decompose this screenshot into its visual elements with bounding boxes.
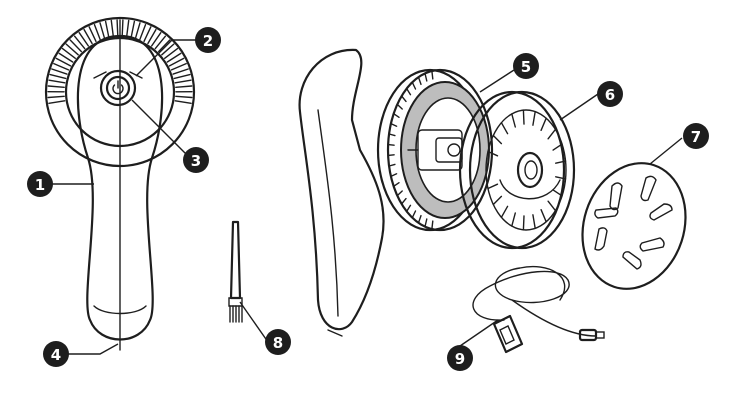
side-handle-body <box>298 48 385 331</box>
chamber-blade-slots <box>487 109 567 231</box>
side-view-shaver <box>298 48 494 337</box>
callout-6: 6 <box>597 81 623 107</box>
motor-housing-front <box>386 68 494 232</box>
power-symbol-icon <box>112 80 124 95</box>
leader-lines <box>52 39 683 355</box>
callout-7: 7 <box>683 123 709 149</box>
callout-label: 5 <box>521 58 531 76</box>
front-view-shaver <box>44 16 196 351</box>
usb-charging-cable <box>472 266 605 354</box>
callout-label: 8 <box>273 334 283 352</box>
callout-2: 2 <box>195 27 221 53</box>
chamber-front <box>468 90 576 250</box>
callout-label: 6 <box>605 86 615 104</box>
callout-label: 9 <box>455 350 465 368</box>
callout-9: 9 <box>447 345 473 371</box>
chamber-hub-hole <box>524 160 538 180</box>
side-handle-foot <box>327 329 343 337</box>
brush-bristles <box>229 305 243 323</box>
callout-label: 3 <box>191 152 201 170</box>
callout-label: 4 <box>51 346 61 364</box>
cleaning-brush <box>228 220 243 323</box>
callout-8: 8 <box>265 329 291 355</box>
chamber-back <box>458 90 566 250</box>
micro-usb-plug <box>578 328 605 342</box>
side-handle-contour <box>317 109 339 317</box>
cable-coil <box>472 266 570 321</box>
lint-chamber <box>458 90 576 250</box>
power-button-inner <box>105 75 131 101</box>
callout-3: 3 <box>183 147 209 173</box>
blade-mesh-cover <box>581 162 687 290</box>
callout-4: 4 <box>43 341 69 367</box>
brush-handle <box>229 220 242 300</box>
front-head-edge <box>93 71 143 79</box>
mesh-disc <box>581 162 687 290</box>
power-button-outer <box>99 69 137 107</box>
usb-a-plug <box>492 314 524 354</box>
chamber-latch <box>499 179 561 200</box>
callout-1: 1 <box>27 171 53 197</box>
callout-label: 1 <box>35 176 45 194</box>
housing-vents <box>387 70 434 230</box>
callout-label: 2 <box>203 32 213 50</box>
mesh-slots <box>594 175 673 270</box>
guard-ring-teeth <box>47 19 193 105</box>
callout-label: 7 <box>691 128 701 146</box>
chamber-hub <box>516 151 544 189</box>
chamber-inner-ring <box>485 109 567 231</box>
callout-5: 5 <box>513 53 539 79</box>
cable-tail <box>511 299 597 337</box>
